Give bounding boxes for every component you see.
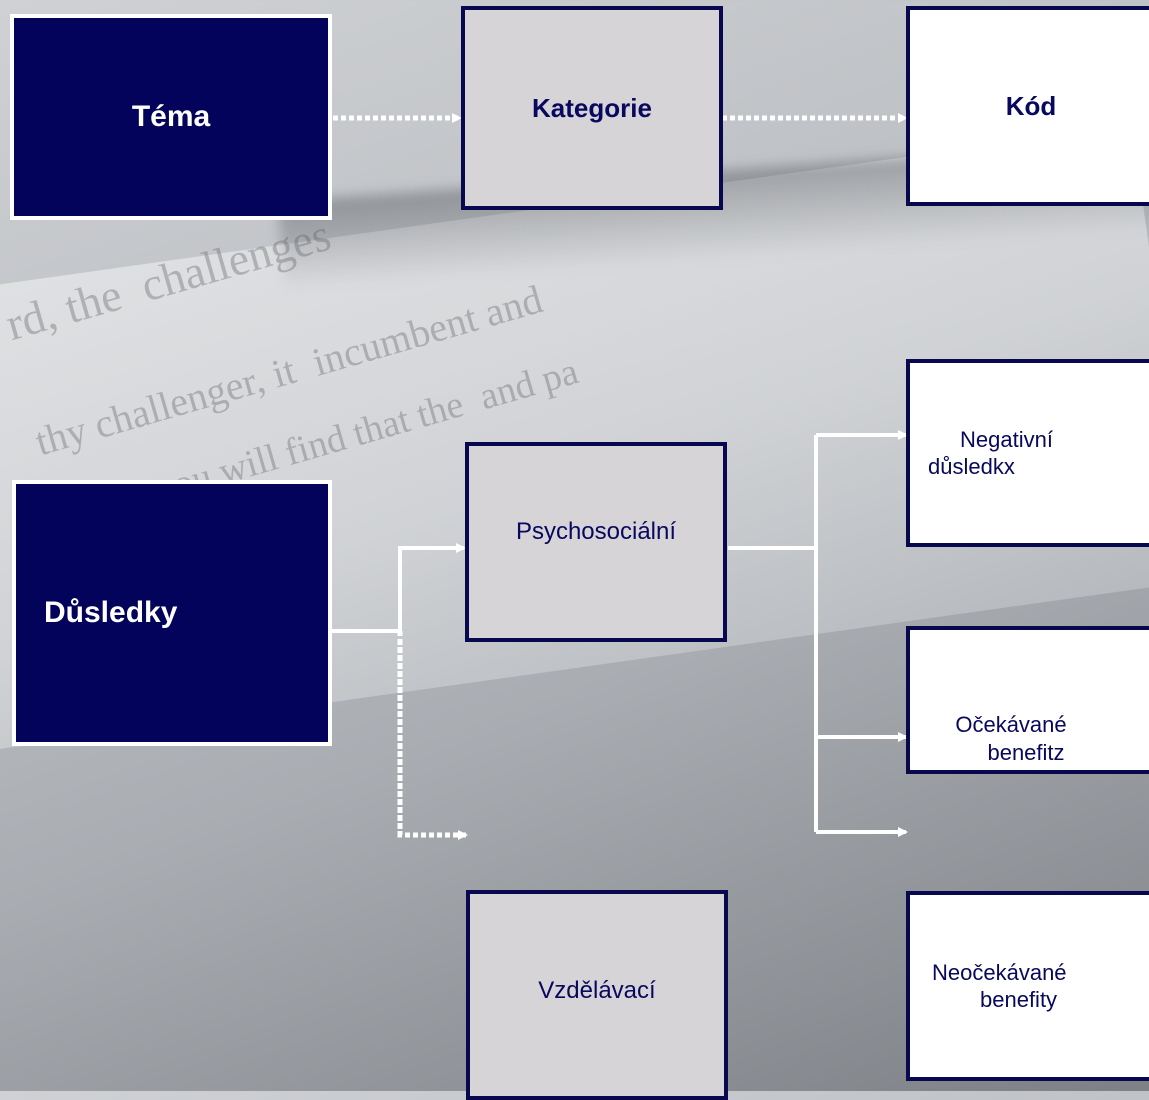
code-label-line2: benefitz xyxy=(987,739,1065,765)
code-label-line2: důsledkx xyxy=(928,454,1015,479)
legend-code-label: Kód xyxy=(1005,90,1057,121)
category-label: Psychosociální xyxy=(515,518,677,545)
code-label-line1: Očekávané xyxy=(955,712,1067,737)
theme-label: Důsledky xyxy=(44,596,178,630)
arrow-theme-to-educational xyxy=(397,640,468,840)
legend-code-box: Kód xyxy=(906,6,1149,206)
legend-category-box: Kategorie xyxy=(461,6,723,210)
category-box-educational: Vzdělávací xyxy=(466,890,728,1100)
theme-box: Důsledky xyxy=(12,480,332,746)
code-box-2: Očekávané benefitz xyxy=(906,626,1149,774)
code-label-line1: Negativní xyxy=(960,426,1053,452)
code-box-1: Negativní důsledkx xyxy=(906,359,1149,547)
legend-category-label: Kategorie xyxy=(532,92,652,123)
arrow-theme-to-psychosocial xyxy=(331,543,466,633)
category-label: Vzdělávací xyxy=(538,977,656,1004)
legend-theme-label: Téma xyxy=(131,100,211,134)
code-label-line1: Neočekávané xyxy=(932,959,1067,985)
category-box-psychosocial: Psychosociální xyxy=(465,442,727,642)
code-box-3: Neočekávané benefity xyxy=(906,891,1149,1081)
code-label-line2: benefity xyxy=(980,987,1058,1012)
legend-theme-box: Téma xyxy=(10,14,332,220)
